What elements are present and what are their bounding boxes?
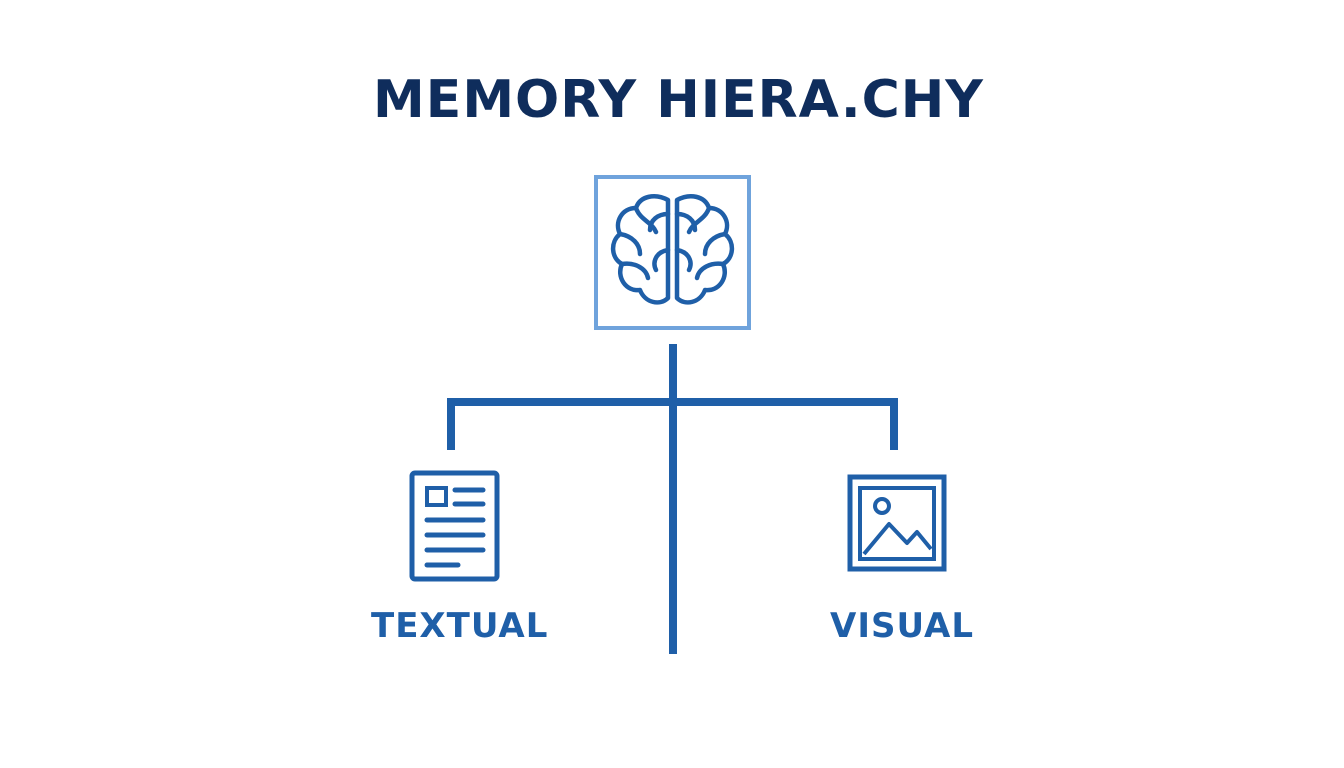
- diagram-title: MEMORY HIERA.CHY: [373, 70, 984, 130]
- root-node-frame: [594, 175, 751, 330]
- visual-node-icon: [847, 474, 947, 572]
- textual-label: TEXTUAL: [371, 606, 549, 646]
- document-icon: [409, 470, 500, 582]
- visual-label: VISUAL: [830, 606, 974, 646]
- image-icon: [847, 474, 947, 572]
- brain-icon: [610, 194, 735, 305]
- branch-line: [447, 398, 898, 450]
- connector-lines: [447, 344, 898, 654]
- textual-node-icon: [409, 470, 500, 582]
- root-node: [594, 175, 751, 330]
